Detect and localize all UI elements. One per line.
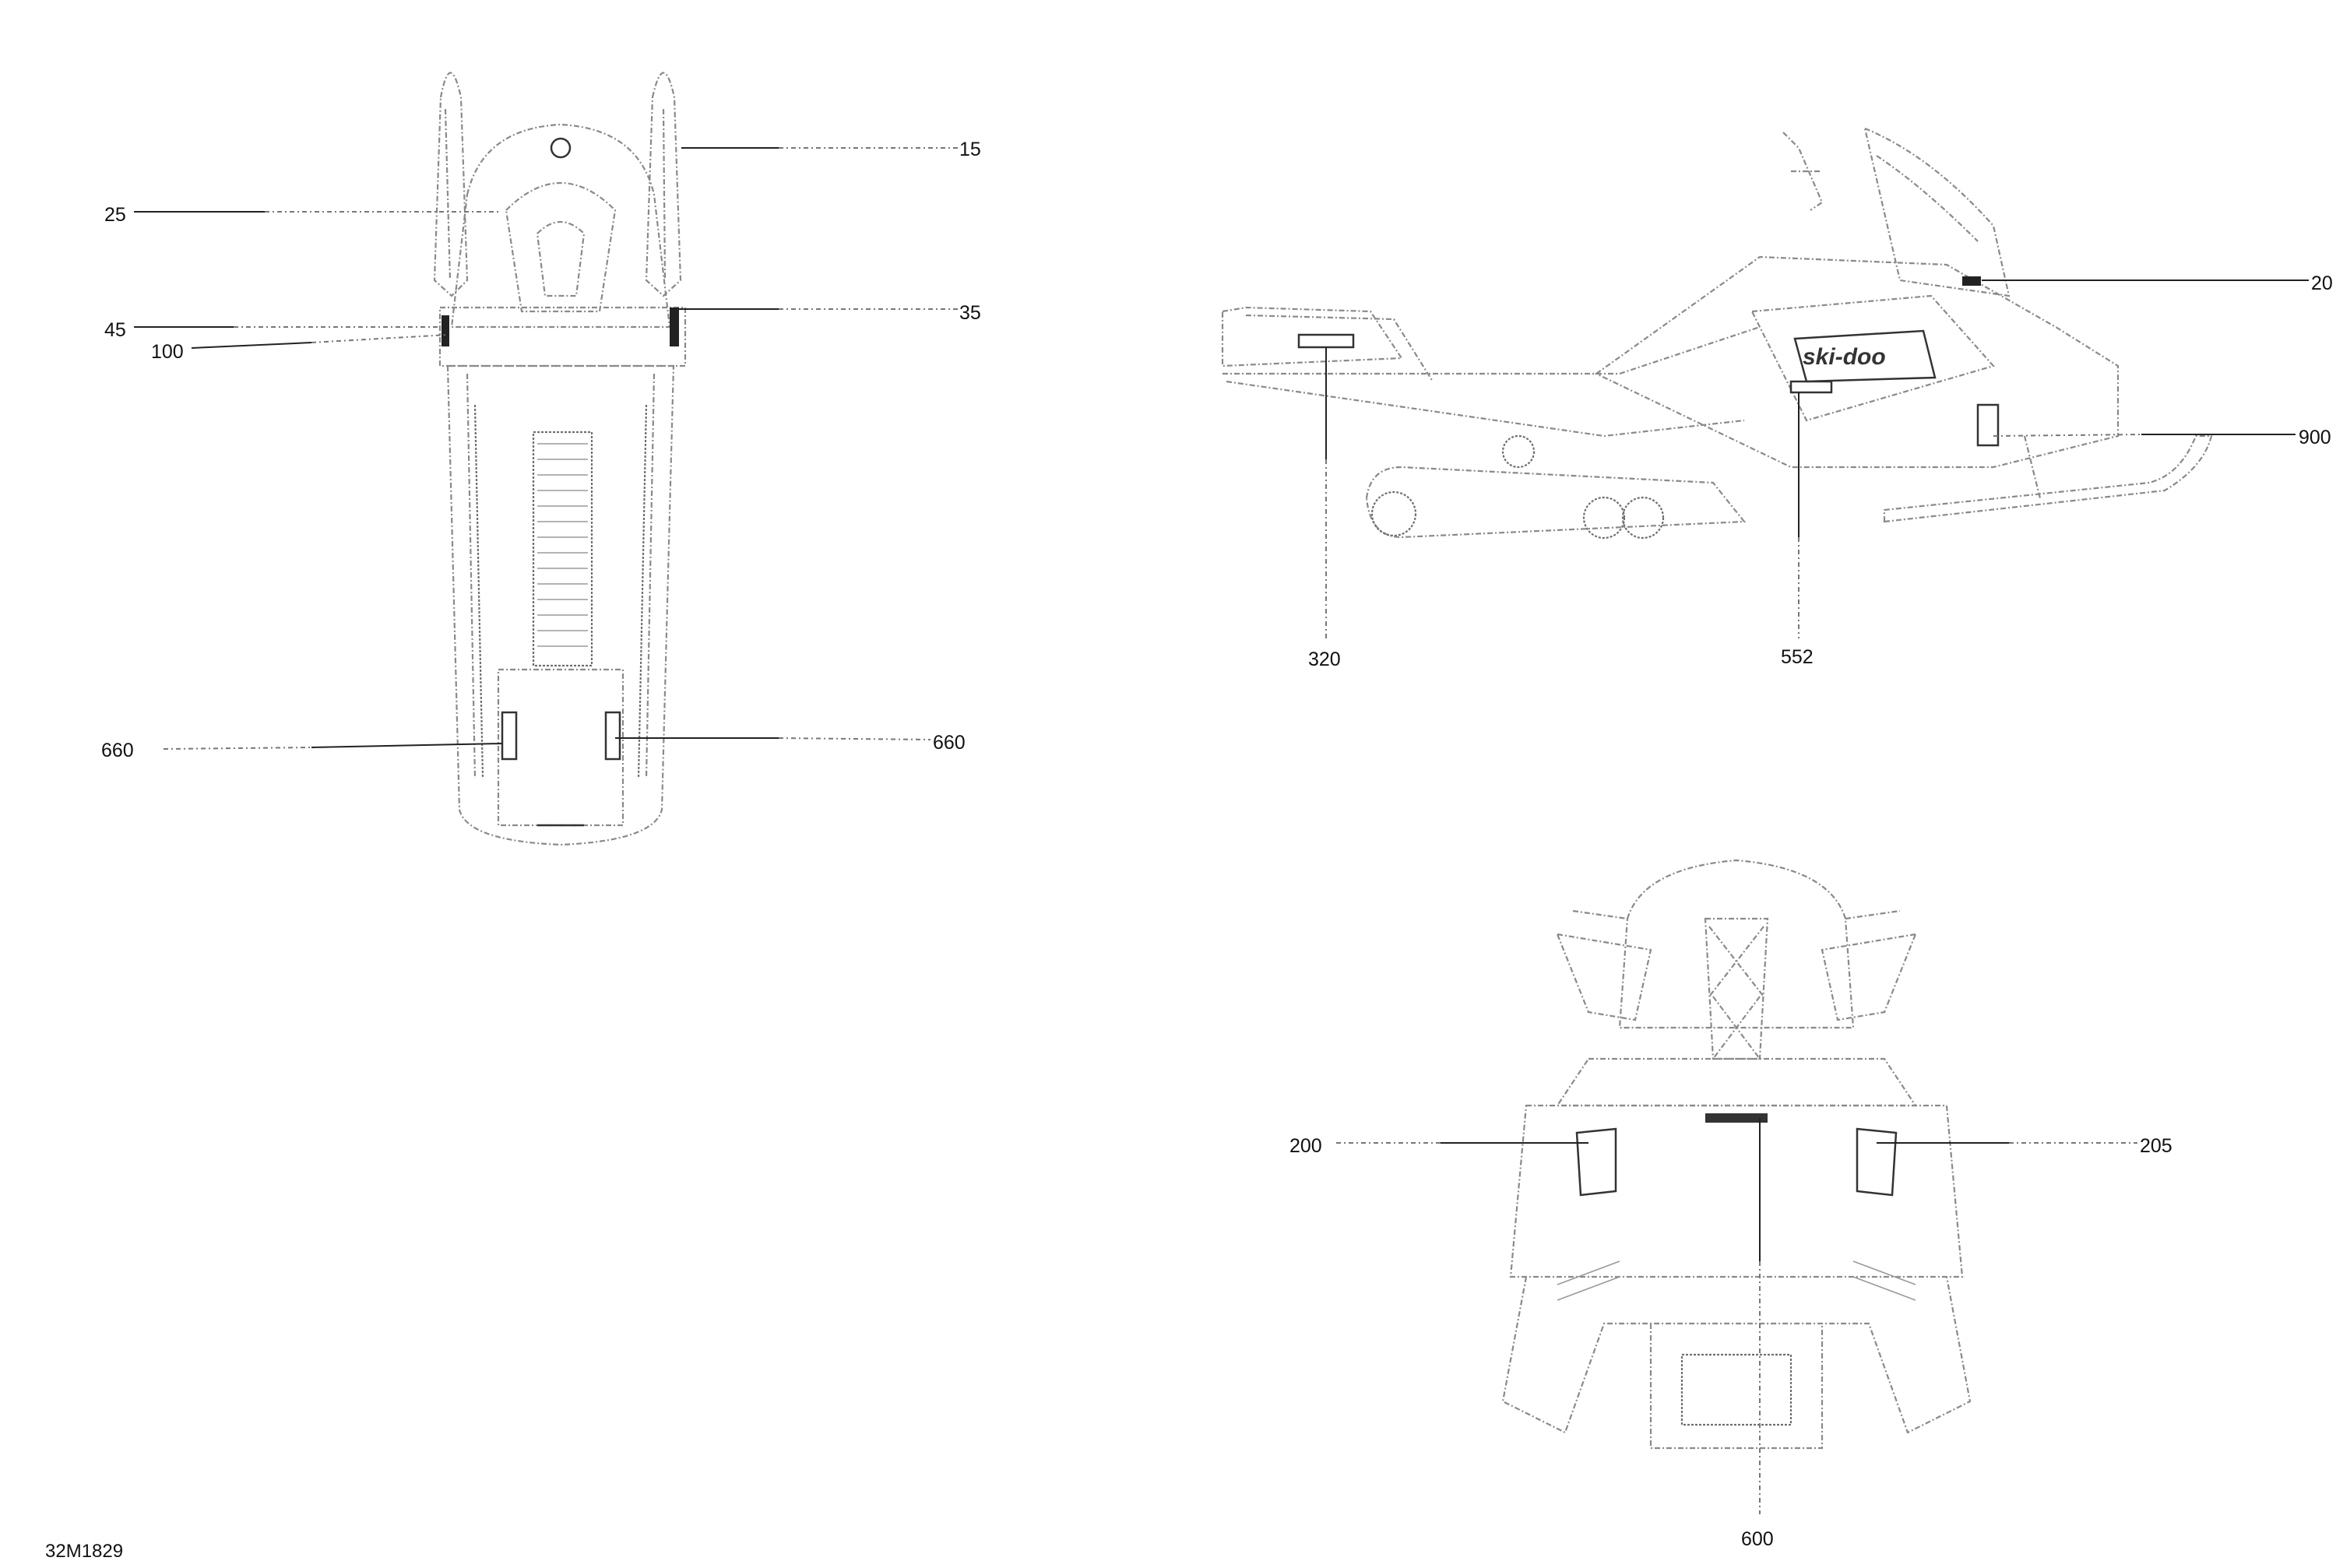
rear-view-snowmobile	[1501, 859, 1972, 1450]
callout-15: 15	[959, 139, 981, 160]
callout-100: 100	[151, 341, 184, 363]
side-view-snowmobile: ski-doo	[1221, 127, 2213, 540]
callout-552: 552	[1781, 646, 1814, 668]
drawing-number: 32M1829	[45, 1541, 123, 1562]
side-view-callouts: 20 900 320 552	[1308, 272, 2333, 670]
callout-205: 205	[2140, 1135, 2172, 1157]
callout-600: 600	[1741, 1528, 1774, 1550]
callout-25: 25	[104, 204, 126, 226]
callout-660-left: 660	[101, 740, 134, 761]
brand-decal-text: ski-doo	[1803, 344, 1886, 370]
decal-45-mark	[442, 315, 449, 346]
rear-view-callouts: 200 205 600	[1289, 1118, 2172, 1550]
top-view-snowmobile	[433, 72, 687, 846]
callout-35: 35	[959, 302, 981, 324]
top-view-callouts: 15 25 35 45 100 660 660	[101, 139, 981, 761]
callout-200: 200	[1289, 1135, 1322, 1157]
decal-660-right-mark	[604, 711, 621, 761]
decal-205-mark	[1856, 1127, 1898, 1197]
decal-900-mark	[1976, 403, 2000, 447]
decal-600-mark	[1705, 1113, 1768, 1123]
callout-20: 20	[2311, 272, 2333, 294]
callout-320: 320	[1308, 649, 1341, 670]
decal-320-mark	[1297, 333, 1355, 349]
decal-20-mark	[1962, 276, 1981, 286]
callout-45: 45	[104, 319, 126, 341]
callout-900: 900	[2299, 427, 2331, 448]
callout-660-right: 660	[933, 732, 966, 754]
decal-35-mark	[670, 308, 679, 346]
decal-660-left-mark	[501, 711, 518, 761]
decal-552-mark	[1789, 380, 1833, 394]
decal-200-mark	[1575, 1127, 1617, 1197]
